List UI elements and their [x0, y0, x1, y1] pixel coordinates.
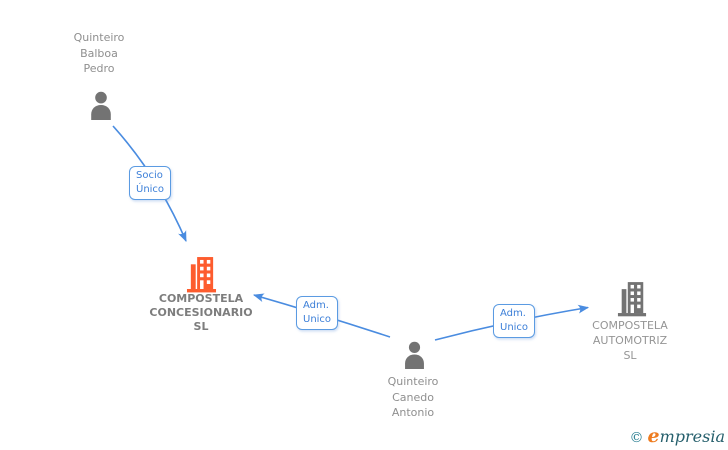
edge-label-adm-unico-2: Adm. Unico — [493, 304, 536, 338]
company-1-name-line: COMPOSTELA — [158, 292, 244, 305]
person-silhouette-icon — [91, 91, 111, 120]
company-1-icon[interactable] — [186, 255, 217, 293]
company-2-label[interactable]: COMPOSTELA AUTOMOTRIZ SL — [555, 318, 705, 363]
person-2-name-line: Canedo — [392, 390, 434, 404]
person-1-label[interactable]: Quinteiro Balboa Pedro — [39, 30, 159, 77]
person-1-name-line: Balboa — [80, 46, 118, 60]
company-1-label[interactable]: COMPOSTELA CONCESIONARIO SL — [126, 292, 276, 334]
building-icon — [617, 282, 647, 317]
edge-label-line: Único — [136, 184, 165, 195]
edge-label-socio-unico: Socio Único — [129, 166, 172, 200]
company-2-name-line: COMPOSTELA — [592, 319, 668, 332]
company-1-name-line: CONCESIONARIO — [149, 306, 253, 319]
copyright-icon: © — [629, 430, 644, 446]
edge-label-line: Adm. — [500, 308, 526, 319]
person-1-name-line: Quinteiro — [73, 31, 125, 44]
company-2-name-line: SL — [623, 349, 637, 362]
person-2-name-line: Quinteiro — [387, 375, 439, 388]
person-2-name-line: Antonio — [391, 406, 435, 419]
edge-label-adm-unico-1: Adm. Unico — [296, 296, 339, 330]
brand-first-letter: e — [647, 425, 660, 447]
building-icon — [186, 257, 217, 293]
company-2-icon[interactable] — [617, 280, 647, 317]
person-1-icon[interactable] — [87, 90, 115, 120]
edge-label-line: Adm. — [303, 300, 329, 311]
brand-name-text: mpresia — [659, 427, 725, 446]
person-1-name-line: Pedro — [83, 62, 115, 75]
person-silhouette-icon — [405, 341, 424, 369]
company-2-name-line: AUTOMOTRIZ — [592, 334, 668, 347]
edge-label-line: Socio — [136, 170, 163, 181]
person-2-label[interactable]: Quinteiro Canedo Antonio — [353, 374, 473, 421]
edge-label-line: Unico — [500, 322, 529, 333]
edge-label-line: Unico — [303, 314, 332, 325]
empresia-logo[interactable]: ©empresia — [630, 425, 726, 447]
person-2-icon[interactable] — [401, 339, 428, 370]
company-1-name-line: SL — [193, 320, 209, 333]
